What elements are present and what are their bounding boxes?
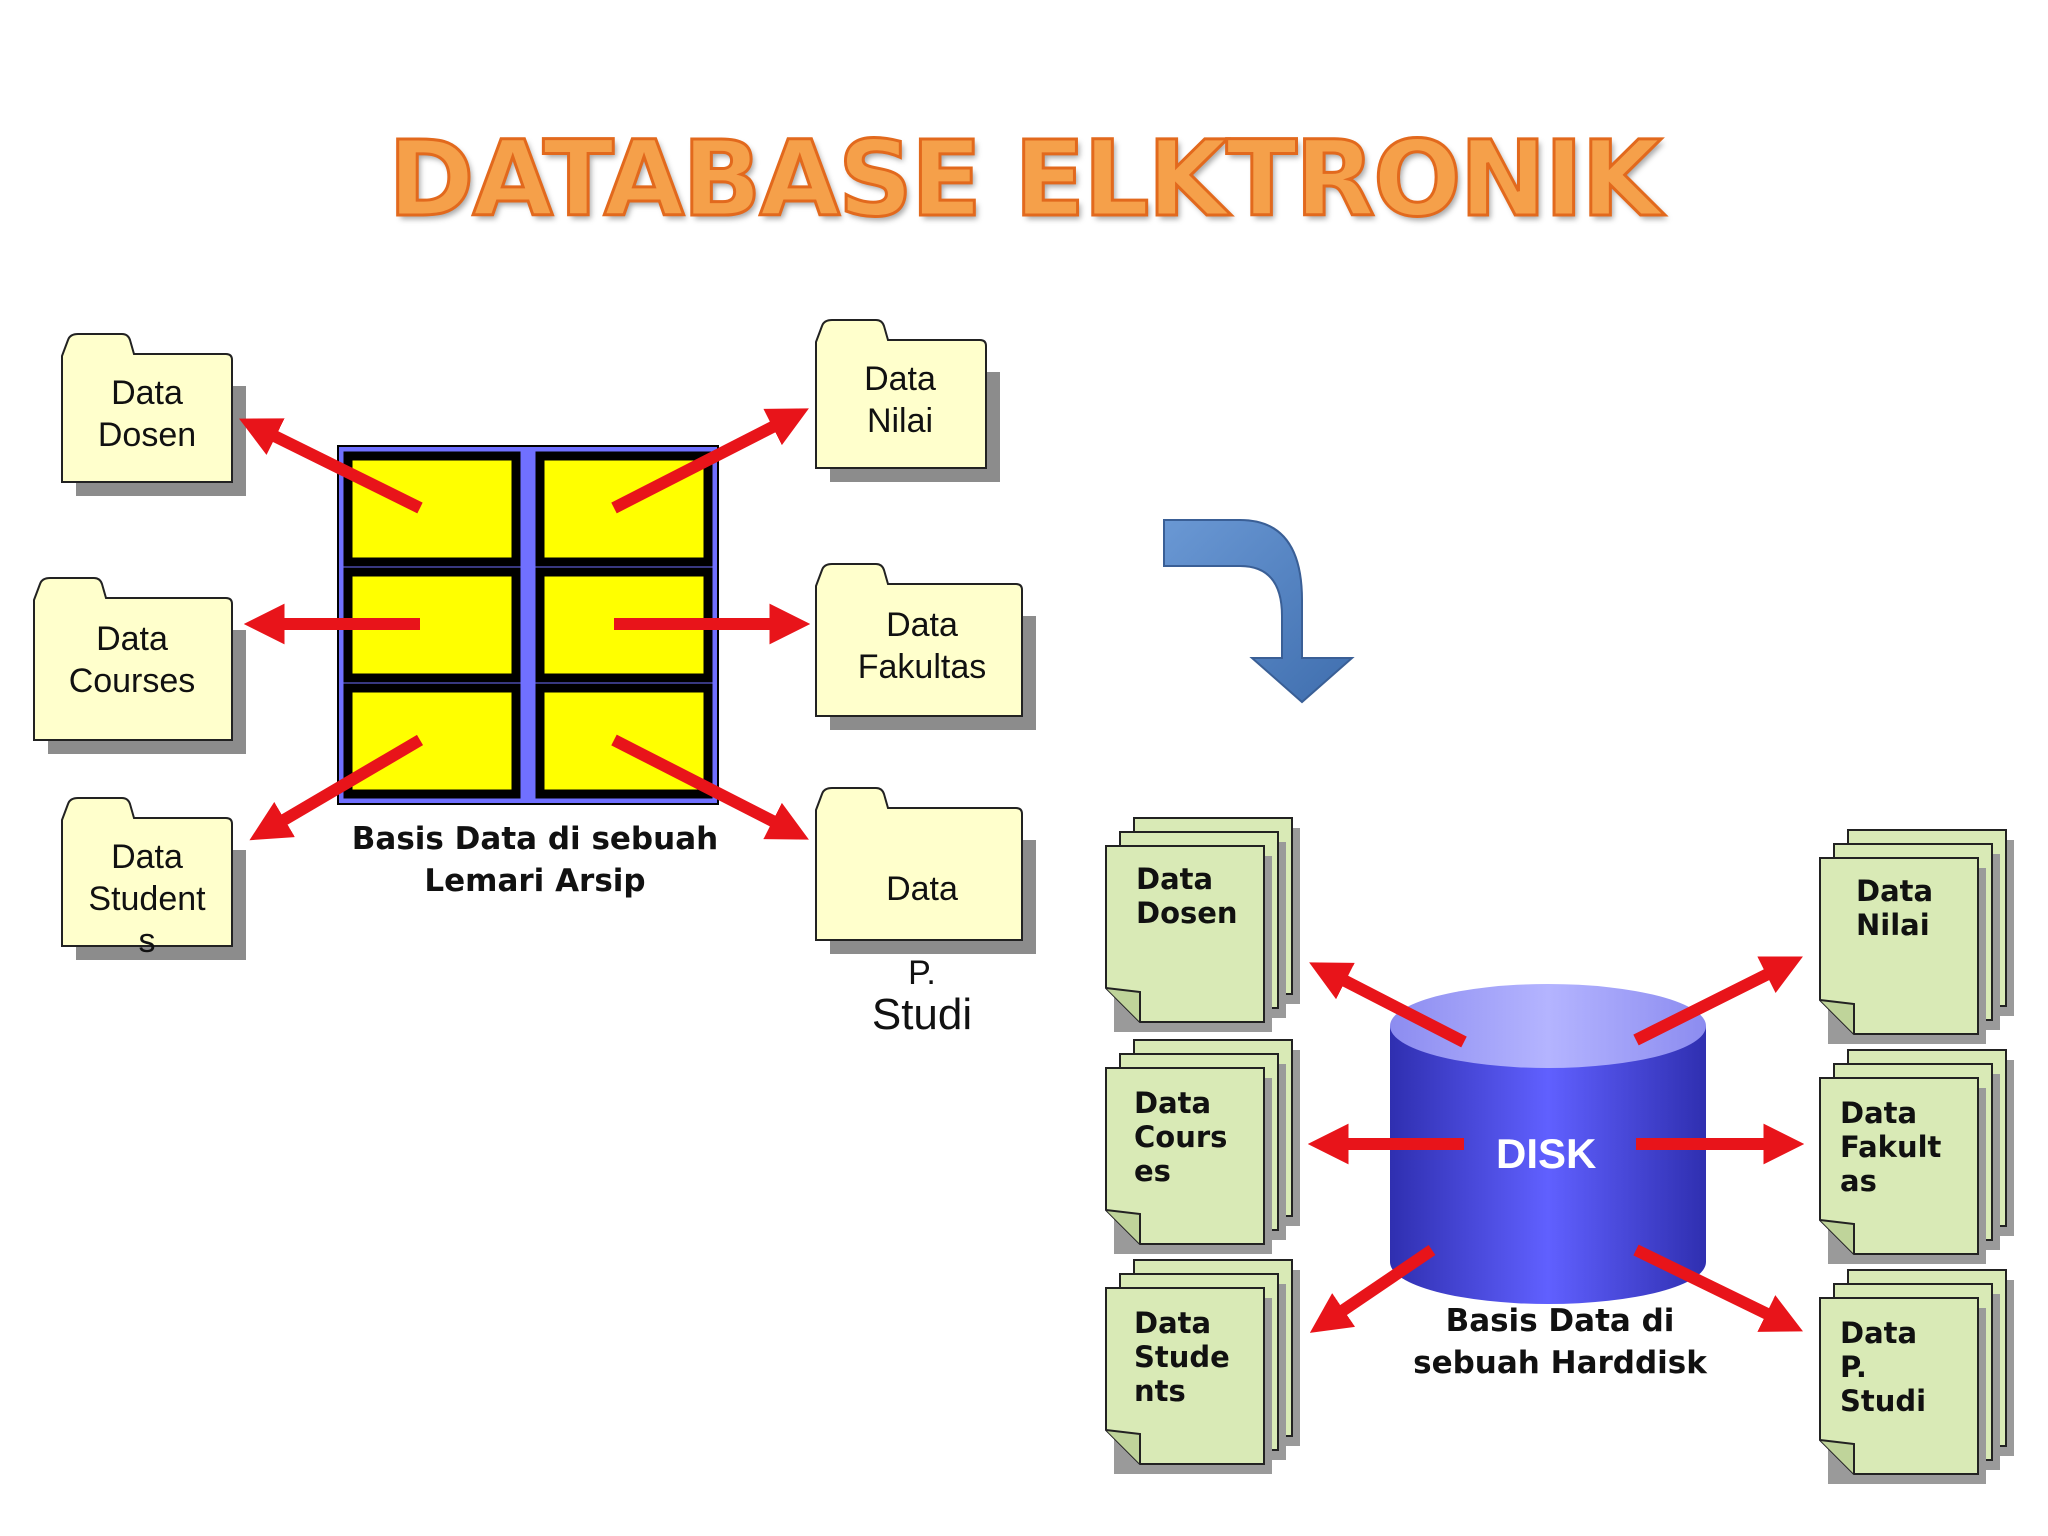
folder-students — [61, 797, 246, 960]
arrow-to-folder-students — [249, 734, 424, 841]
disk-caption: Basis Data di sebuah Harddisk — [1413, 1303, 1707, 1381]
arrow-to-document-dosen — [1309, 962, 1467, 1048]
arrow-to-document-nilai — [1633, 956, 1803, 1046]
folder-label-fakultas: Data Fakultas — [857, 606, 987, 686]
arrow-to-folder-pstudi — [611, 734, 809, 840]
document-label-courses: Data Cours es — [1134, 1086, 1228, 1188]
document-stack-fakultas — [1819, 1049, 2014, 1264]
document-stack-dosen — [1105, 817, 1300, 1032]
document-stack-nilai — [1819, 829, 2014, 1044]
arrow-to-folder-nilai — [611, 408, 809, 514]
arrow-to-document-pstudi — [1633, 1244, 1804, 1332]
document-label-fakultas: Data Fakult as — [1840, 1096, 1942, 1198]
document-label-dosen: Data Dosen — [1136, 862, 1238, 930]
folder-label-pstudi-word: Studi — [871, 990, 973, 1039]
page-title: DATABASE ELKTRONIK — [387, 117, 1664, 242]
document-stack-courses — [1105, 1039, 1300, 1254]
document-label-pstudi: Data P. Studi — [1840, 1316, 1927, 1418]
arrow-to-document-students — [1309, 1245, 1436, 1333]
cabinet-caption: Basis Data di sebuah Lemari Arsip — [351, 821, 719, 899]
arrow-to-folder-dosen — [239, 418, 423, 514]
disk-body — [1390, 1026, 1706, 1304]
folder-label-pstudi: Data P. Studi — [822, 826, 1022, 1039]
document-stack-pstudi — [1819, 1269, 2014, 1484]
disk-label: DISK — [1496, 1130, 1597, 1177]
transition-arrow — [1163, 519, 1355, 704]
cabinet-drawer-0-0 — [343, 451, 521, 567]
document-label-students: Data Stude nts — [1134, 1306, 1230, 1408]
document-stack-students — [1105, 1259, 1300, 1474]
folder-label-nilai: Data Nilai — [864, 360, 936, 440]
folder-label-courses: Data Courses — [68, 620, 196, 700]
cabinet-drawer-2-0 — [343, 683, 521, 799]
folder-courses — [33, 577, 246, 754]
folder-label-pstudi-prefix: P. — [908, 954, 936, 992]
disk-top — [1390, 984, 1706, 1068]
document-label-nilai: Data Nilai — [1856, 874, 1934, 942]
folder-label-pstudi-line1: Data — [886, 870, 958, 908]
folder-fakultas — [815, 563, 1036, 730]
folder-dosen — [61, 333, 246, 496]
folder-label-students: Data Student s — [88, 838, 206, 960]
folder-nilai — [815, 319, 1000, 482]
folder-label-dosen: Data Dosen — [97, 374, 197, 454]
folder-pstudi — [815, 787, 1036, 954]
